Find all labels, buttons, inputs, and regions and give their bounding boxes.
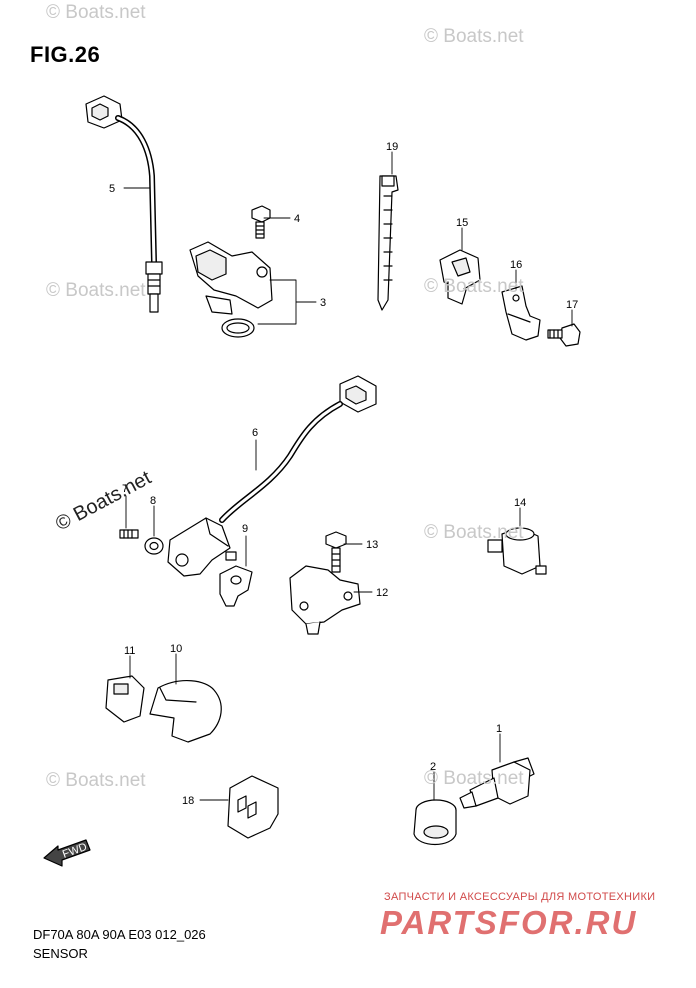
callout-8: 8: [150, 495, 156, 507]
callout-3: 3: [320, 297, 326, 309]
callout-19: 19: [386, 141, 398, 153]
part-7-bolt[interactable]: [119, 529, 139, 539]
fwd-arrow-icon: [43, 839, 91, 867]
callout-11: 11: [124, 645, 135, 657]
callout-6: 6: [252, 427, 258, 439]
callout-7: 7: [122, 483, 128, 495]
watermark: © Boats.net: [424, 768, 524, 789]
callout-16: 16: [510, 259, 522, 271]
leader-line: [257, 279, 317, 325]
part-9-bracket[interactable]: [219, 551, 253, 607]
part-6-crank-sensor[interactable]: [167, 375, 377, 577]
brand-logo: PARTSFOR.RU: [380, 904, 638, 941]
watermark: © Boats.net: [424, 522, 524, 543]
part-10-cover[interactable]: [149, 680, 222, 743]
part-15-clip[interactable]: [439, 249, 481, 305]
part-4-bolt[interactable]: [251, 205, 271, 239]
figure-title: FIG.26: [30, 42, 101, 67]
watermark: © Boats.net: [424, 26, 524, 47]
part-1-sensor[interactable]: [459, 757, 535, 809]
part-2-grommet[interactable]: [413, 799, 457, 846]
part-11-clip[interactable]: [105, 675, 145, 723]
part-18-cover[interactable]: [227, 775, 279, 839]
callout-5: 5: [109, 183, 115, 195]
brand-tagline: ЗАПЧАСТИ И АКСЕССУАРЫ ДЛЯ МОТОТЕХНИКИ: [384, 891, 656, 903]
callout-14: 14: [514, 497, 526, 509]
part-14-switch[interactable]: [487, 527, 547, 575]
part-3-sensor[interactable]: [189, 241, 273, 338]
part-12-sensor-bracket[interactable]: [289, 565, 361, 635]
callout-10: 10: [170, 643, 182, 655]
model-code: DF70A 80A 90A E03 012_026: [33, 927, 206, 942]
callout-18: 18: [182, 795, 194, 807]
callout-2: 2: [430, 761, 436, 773]
group-name: SENSOR: [33, 946, 88, 961]
part-19-cable-tie[interactable]: [377, 175, 399, 311]
callout-4: 4: [294, 213, 300, 225]
watermark: © Boats.net: [46, 770, 146, 791]
callout-1: 1: [496, 723, 502, 735]
part-16-bracket[interactable]: [501, 285, 541, 341]
part-5-sensor-cable[interactable]: [85, 95, 163, 313]
watermark: © Boats.net: [424, 276, 524, 297]
part-17-bolt[interactable]: [547, 323, 581, 347]
part-8-washer[interactable]: [144, 537, 164, 555]
callout-13: 13: [366, 539, 378, 551]
fwd-label: FWD: [61, 841, 89, 861]
part-13-bolt[interactable]: [325, 531, 347, 573]
watermark: © Boats.net: [46, 280, 146, 301]
watermark: © Boats.net: [46, 2, 146, 23]
callout-15: 15: [456, 217, 468, 229]
callout-17: 17: [566, 299, 578, 311]
callout-9: 9: [242, 523, 248, 535]
callout-12: 12: [376, 587, 388, 599]
